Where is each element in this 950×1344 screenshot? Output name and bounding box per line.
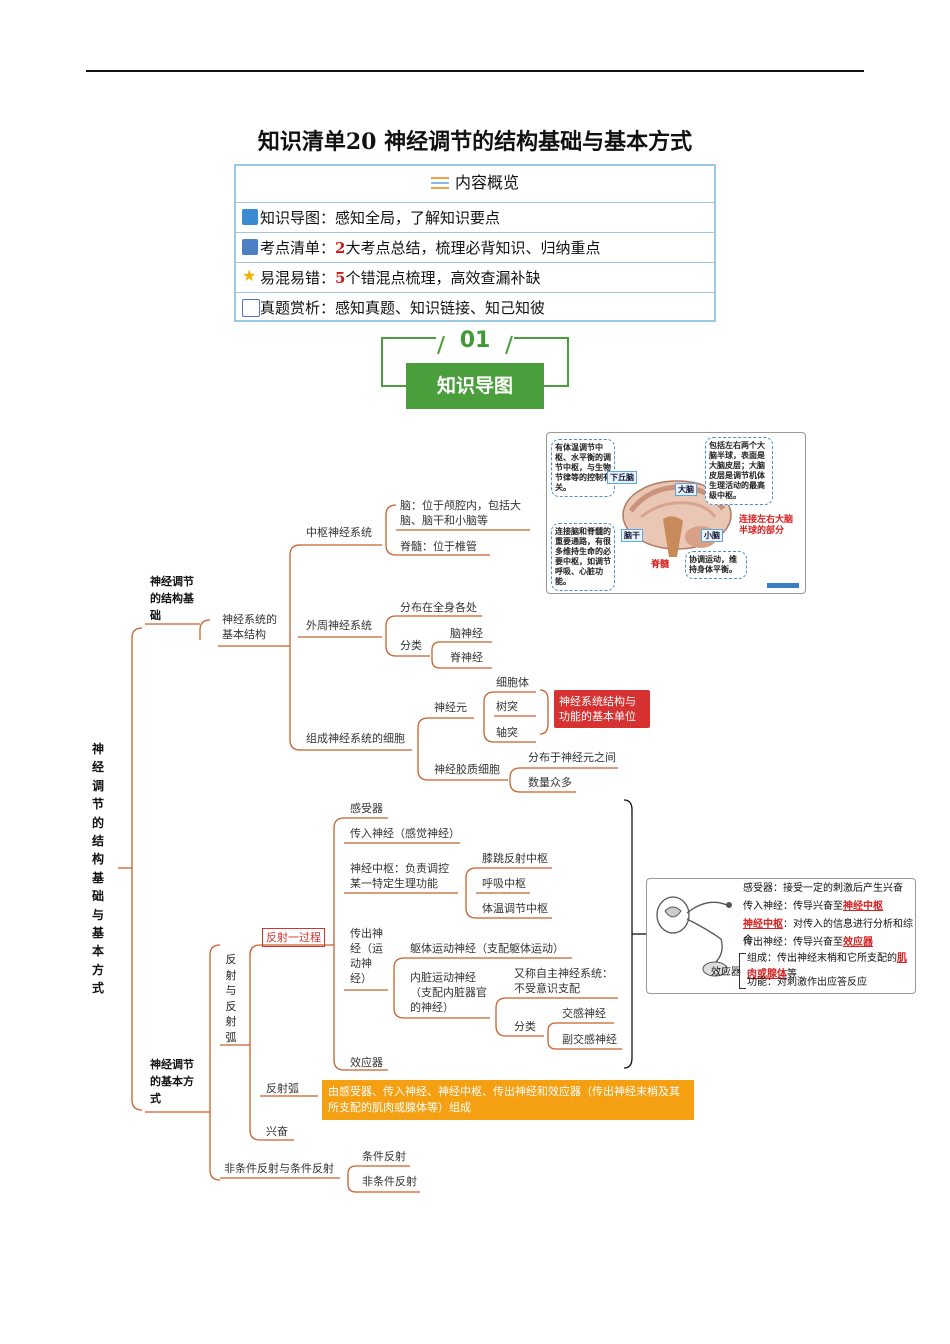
hypothalamus-tag: 下丘脑 [607, 471, 637, 484]
node-pns: 外周神经系统 [306, 619, 372, 632]
node-classify-2: 分类 [514, 1020, 536, 1033]
node-spinal: 脊髓：位于椎管 [400, 540, 477, 553]
node-neuron: 神经元 [434, 701, 467, 714]
reflex-afferent: 传入神经：传导兴奋至神经中枢 [743, 901, 883, 912]
spinal-cord-label: 脊髓 [651, 560, 670, 570]
node-somatic: 躯体运动神经（支配躯体运动） [410, 942, 564, 955]
node-center: 神经中枢：负责调控某一特定生理功能 [350, 862, 449, 890]
mindmap-root: 神经调节的结构基础与基本方式 [91, 742, 104, 996]
node-sympathetic: 交感神经 [562, 1007, 606, 1020]
reflex-center: 神经中枢：对传入的信息进行分析和综合 [743, 919, 913, 946]
node-visceral: 内脏运动神经（支配内脏器官的神经） [410, 971, 487, 1014]
node-conditional: 非条件反射与条件反射 [224, 1162, 334, 1175]
section-label: 知识导图 [406, 363, 544, 409]
node-parasympathetic: 副交感神经 [562, 1033, 617, 1046]
brainstem-note: 连接脑和脊髓的重要通路，有很多维持生命的必要中枢，如调节呼吸、心脏功能。 [551, 523, 615, 591]
node-efferent: 传出神经（运动神经） [350, 927, 383, 985]
reflex-efferent: 传出神经：传导兴奋至效应器 [743, 937, 873, 948]
node-breath: 呼吸中枢 [482, 877, 526, 890]
node-reflex-and-arc: 反射与反射弧 [225, 953, 237, 1044]
node-cells: 组成神经系统的细胞 [306, 732, 405, 745]
node-receptor: 感受器 [350, 802, 383, 815]
node-glia-distribution: 分布于神经元之间 [528, 751, 616, 764]
section-number: 01 [459, 328, 491, 353]
node-spinal-nerve: 脊神经 [450, 651, 483, 664]
cerebellum-note: 协调运动，维持身体平衡。 [685, 551, 747, 579]
edit-icon [242, 299, 260, 317]
overview-heading: 内容概览 [236, 166, 714, 202]
node-axon: 轴突 [496, 726, 518, 739]
node-brain: 脑：位于颅腔内，包括大脑、脑干和小脑等 [400, 499, 521, 527]
overview-row: 知识导图：感知全局，了解知识要点 [236, 202, 714, 232]
overview-row: ★ 易混易错：5个错混点梳理，高效查漏补缺 [236, 262, 714, 292]
node-arc: 反射弧 [266, 1082, 299, 1095]
neuron-note: 神经系统结构与功能的基本单位 [554, 690, 650, 728]
brainstem-tag: 脑干 [621, 529, 643, 542]
node-reflex-process: 反射一过程 [262, 928, 325, 947]
cerebrum-tag: 大脑 [675, 483, 697, 496]
reflex-figure: 感受器：接受一定的刺激后产生兴奋 传入神经：传导兴奋至神经中枢 神经中枢：对传入… [646, 878, 916, 994]
node-afferent: 传入神经（感觉神经） [350, 827, 460, 840]
node-cell-body: 细胞体 [496, 676, 529, 689]
node-ns-structure: 神经系统的基本结构 [222, 613, 277, 641]
node-autonomic: 又称自主神经系统：不受意识支配 [514, 967, 613, 995]
node-cns: 中枢神经系统 [306, 526, 372, 539]
spinal-cord-icon [656, 896, 732, 977]
arc-description: 由感受器、传入神经、神经中枢、传出神经和效应器（传出神经末梢及其所支配的肌肉或腺… [322, 1080, 694, 1120]
hypothalamus-note: 有体温调节中枢、水平衡的调节中枢，与生物节律等的控制有关。 [551, 439, 615, 497]
effector-brace [739, 953, 746, 989]
node-dendrite: 树突 [496, 700, 518, 713]
list-icon [430, 177, 449, 189]
overview-row: 考点清单：2大考点总结，梳理必背知识、归纳重点 [236, 232, 714, 262]
node-pns-distribution: 分布在全身各处 [400, 601, 477, 614]
cerebrum-note: 包括左右两个大脑半球，表面是大脑皮层；大脑皮层是调节机体生理活动的最高级中枢。 [705, 437, 773, 505]
figure-bar [767, 583, 799, 588]
map-icon [242, 209, 258, 225]
page-title: 知识清单20 神经调节的结构基础与基本方式 [257, 129, 693, 155]
node-cranial: 脑神经 [450, 627, 483, 640]
node-unconditioned: 非条件反射 [362, 1175, 417, 1188]
section-frame [381, 335, 569, 387]
node-temp: 体温调节中枢 [482, 902, 548, 915]
reflex-compose: 组成：传出神经末梢和它所支配的肌肉或腺体等 [747, 953, 907, 980]
node-glia: 神经胶质细胞 [434, 763, 500, 776]
node-effector: 效应器 [350, 1056, 383, 1069]
brain-figure: 有体温调节中枢、水平衡的调节中枢，与生物节律等的控制有关。 下丘脑 包括左右两个… [546, 432, 806, 594]
book-icon [242, 239, 258, 255]
branch-methods: 神经调节的基本方式 [150, 1058, 194, 1105]
star-icon: ★ [242, 266, 257, 285]
overview-table: 内容概览 知识导图：感知全局，了解知识要点 考点清单：2大考点总结，梳理必背知识… [234, 164, 716, 322]
cerebellum-tag: 小脑 [701, 529, 723, 542]
reflex-function: 功能：对刺激作出应答反应 [747, 977, 867, 988]
reflex-receptor: 感受器：接受一定的刺激后产生兴奋 [743, 883, 903, 894]
branch-structure: 神经调节的结构基础 [150, 575, 194, 622]
overview-row: 真题赏析：感知真题、知识链接、知己知彼 [236, 292, 714, 322]
reflex-effector-label: 效应器 [711, 967, 741, 978]
node-classify: 分类 [400, 639, 422, 652]
top-rule [86, 70, 864, 72]
node-glia-count: 数量众多 [528, 776, 572, 789]
node-knee: 膝跳反射中枢 [482, 852, 548, 865]
corpus-callosum-label: 连接左右大脑半球的部分 [739, 515, 794, 536]
node-excite: 兴奋 [266, 1125, 288, 1138]
node-conditioned: 条件反射 [362, 1150, 406, 1163]
